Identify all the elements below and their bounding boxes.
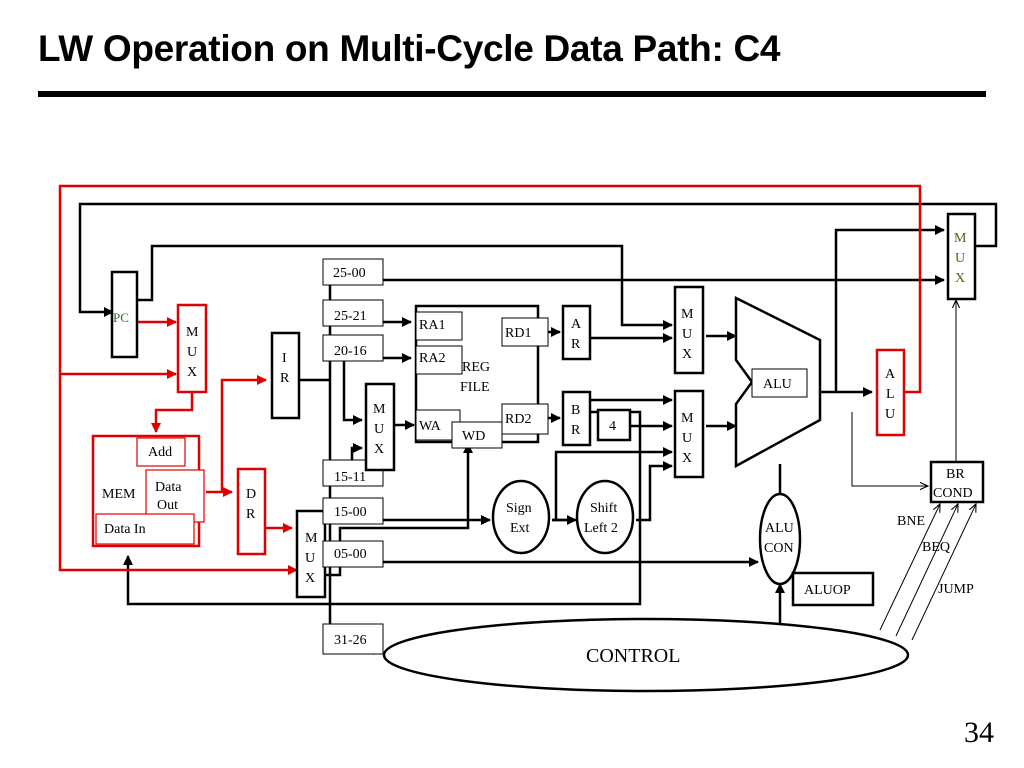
a-register: A R [561,304,592,361]
svg-text:R: R [571,423,581,438]
svg-text:ALU: ALU [763,377,792,392]
svg-text:U: U [885,407,895,422]
memory-block: Add MEM Data Out Data In [91,434,205,548]
bne-signal-label: BNE [897,514,925,529]
beq-signal-label: BEQ [922,540,950,555]
alu-control: ALU CON [758,492,802,586]
svg-text:R: R [246,507,256,522]
wd-mux: M U X [295,509,327,599]
svg-text:X: X [305,571,315,586]
svg-text:Out: Out [157,498,178,513]
svg-text:A: A [885,367,896,382]
svg-text:Add: Add [148,445,172,460]
svg-text:WA: WA [419,419,442,434]
svg-text:Data In: Data In [104,522,146,537]
svg-text:L: L [886,387,895,402]
svg-text:RD2: RD2 [505,412,531,427]
aluop-box: ALUOP [791,571,875,607]
svg-text:Data: Data [155,480,182,495]
svg-text:RA2: RA2 [419,351,445,366]
instruction-fields: 25-00 25-21 20-16 15-11 15-00 05-00 31-2… [322,258,384,655]
svg-text:Shift: Shift [590,501,617,516]
svg-text:WD: WD [462,429,485,444]
svg-text:A: A [571,317,582,332]
instruction-register: I R [270,331,301,420]
svg-text:M: M [373,402,386,417]
svg-text:05-00: 05-00 [334,547,367,562]
svg-text:RA1: RA1 [419,318,445,333]
alu-input-a-mux: M U X [673,285,705,375]
svg-text:25-21: 25-21 [334,309,367,324]
jump-signal-label: JUMP [938,582,974,597]
next-pc-mux: M U X [946,212,977,301]
shift-left-2: Shift Left 2 [575,479,635,555]
svg-text:ALU: ALU [765,521,794,536]
alu-out-register: A L U [875,348,906,437]
branch-condition: BR COND [929,460,985,504]
svg-text:M: M [681,411,694,426]
alu-input-b-mux: M U X [673,389,705,479]
svg-text:D: D [246,487,256,502]
svg-text:REG: REG [462,360,490,375]
mem-data-in-port [95,513,195,545]
page-number: 34 [964,716,994,749]
mem-add-port [136,437,186,467]
svg-text:U: U [305,551,315,566]
pc-mux: M U X [176,303,208,394]
pc-register: PC [110,270,139,359]
svg-text:B: B [571,403,580,418]
svg-text:X: X [187,365,197,380]
svg-text:X: X [374,442,384,457]
slide-title: LW Operation on Multi-Cycle Data Path: C… [38,28,781,69]
constant-four: 4 [596,408,632,442]
svg-text:Sign: Sign [506,501,532,516]
svg-text:M: M [681,307,694,322]
svg-text:X: X [955,271,965,286]
svg-text:RD1: RD1 [505,326,531,341]
sign-extend: Sign Ext [491,479,551,555]
svg-text:M: M [305,531,318,546]
svg-text:15-11: 15-11 [334,470,366,485]
svg-text:CONTROL: CONTROL [586,645,680,667]
svg-text:FILE: FILE [460,380,490,395]
svg-text:25-00: 25-00 [333,266,366,281]
active-path-wires [58,184,922,575]
data-register: D R [236,467,267,556]
svg-text:M: M [954,231,967,246]
svg-text:R: R [571,337,581,352]
svg-text:4: 4 [609,419,616,434]
svg-text:CON: CON [764,541,794,556]
svg-text:R: R [280,371,290,386]
control-unit: CONTROL [382,617,910,693]
mem-data-out-port [145,469,205,523]
svg-text:BR: BR [946,467,965,482]
svg-text:Ext: Ext [510,521,530,536]
svg-text:M: M [186,325,199,340]
alu: ALU [734,295,822,469]
svg-text:X: X [682,347,692,362]
svg-text:ALUOP: ALUOP [804,583,851,598]
title-underline [38,91,986,97]
svg-text:U: U [955,251,965,266]
svg-text:15-00: 15-00 [334,505,367,520]
svg-text:20-16: 20-16 [334,344,367,359]
svg-text:COND: COND [933,486,973,501]
pc-label: PC [113,310,129,325]
svg-text:X: X [682,451,692,466]
svg-text:Left 2: Left 2 [584,521,618,536]
b-register: B R [561,390,592,447]
register-file: RA1 RA2 RD1 RD2 WA WD REG FILE [414,304,549,449]
mem-label: MEM [102,487,136,502]
svg-text:31-26: 31-26 [334,633,367,648]
svg-text:U: U [682,327,692,342]
svg-text:U: U [187,345,197,360]
wa-mux: M U X [364,382,396,472]
svg-text:I: I [282,351,287,366]
svg-text:U: U [682,431,692,446]
svg-text:U: U [374,422,384,437]
